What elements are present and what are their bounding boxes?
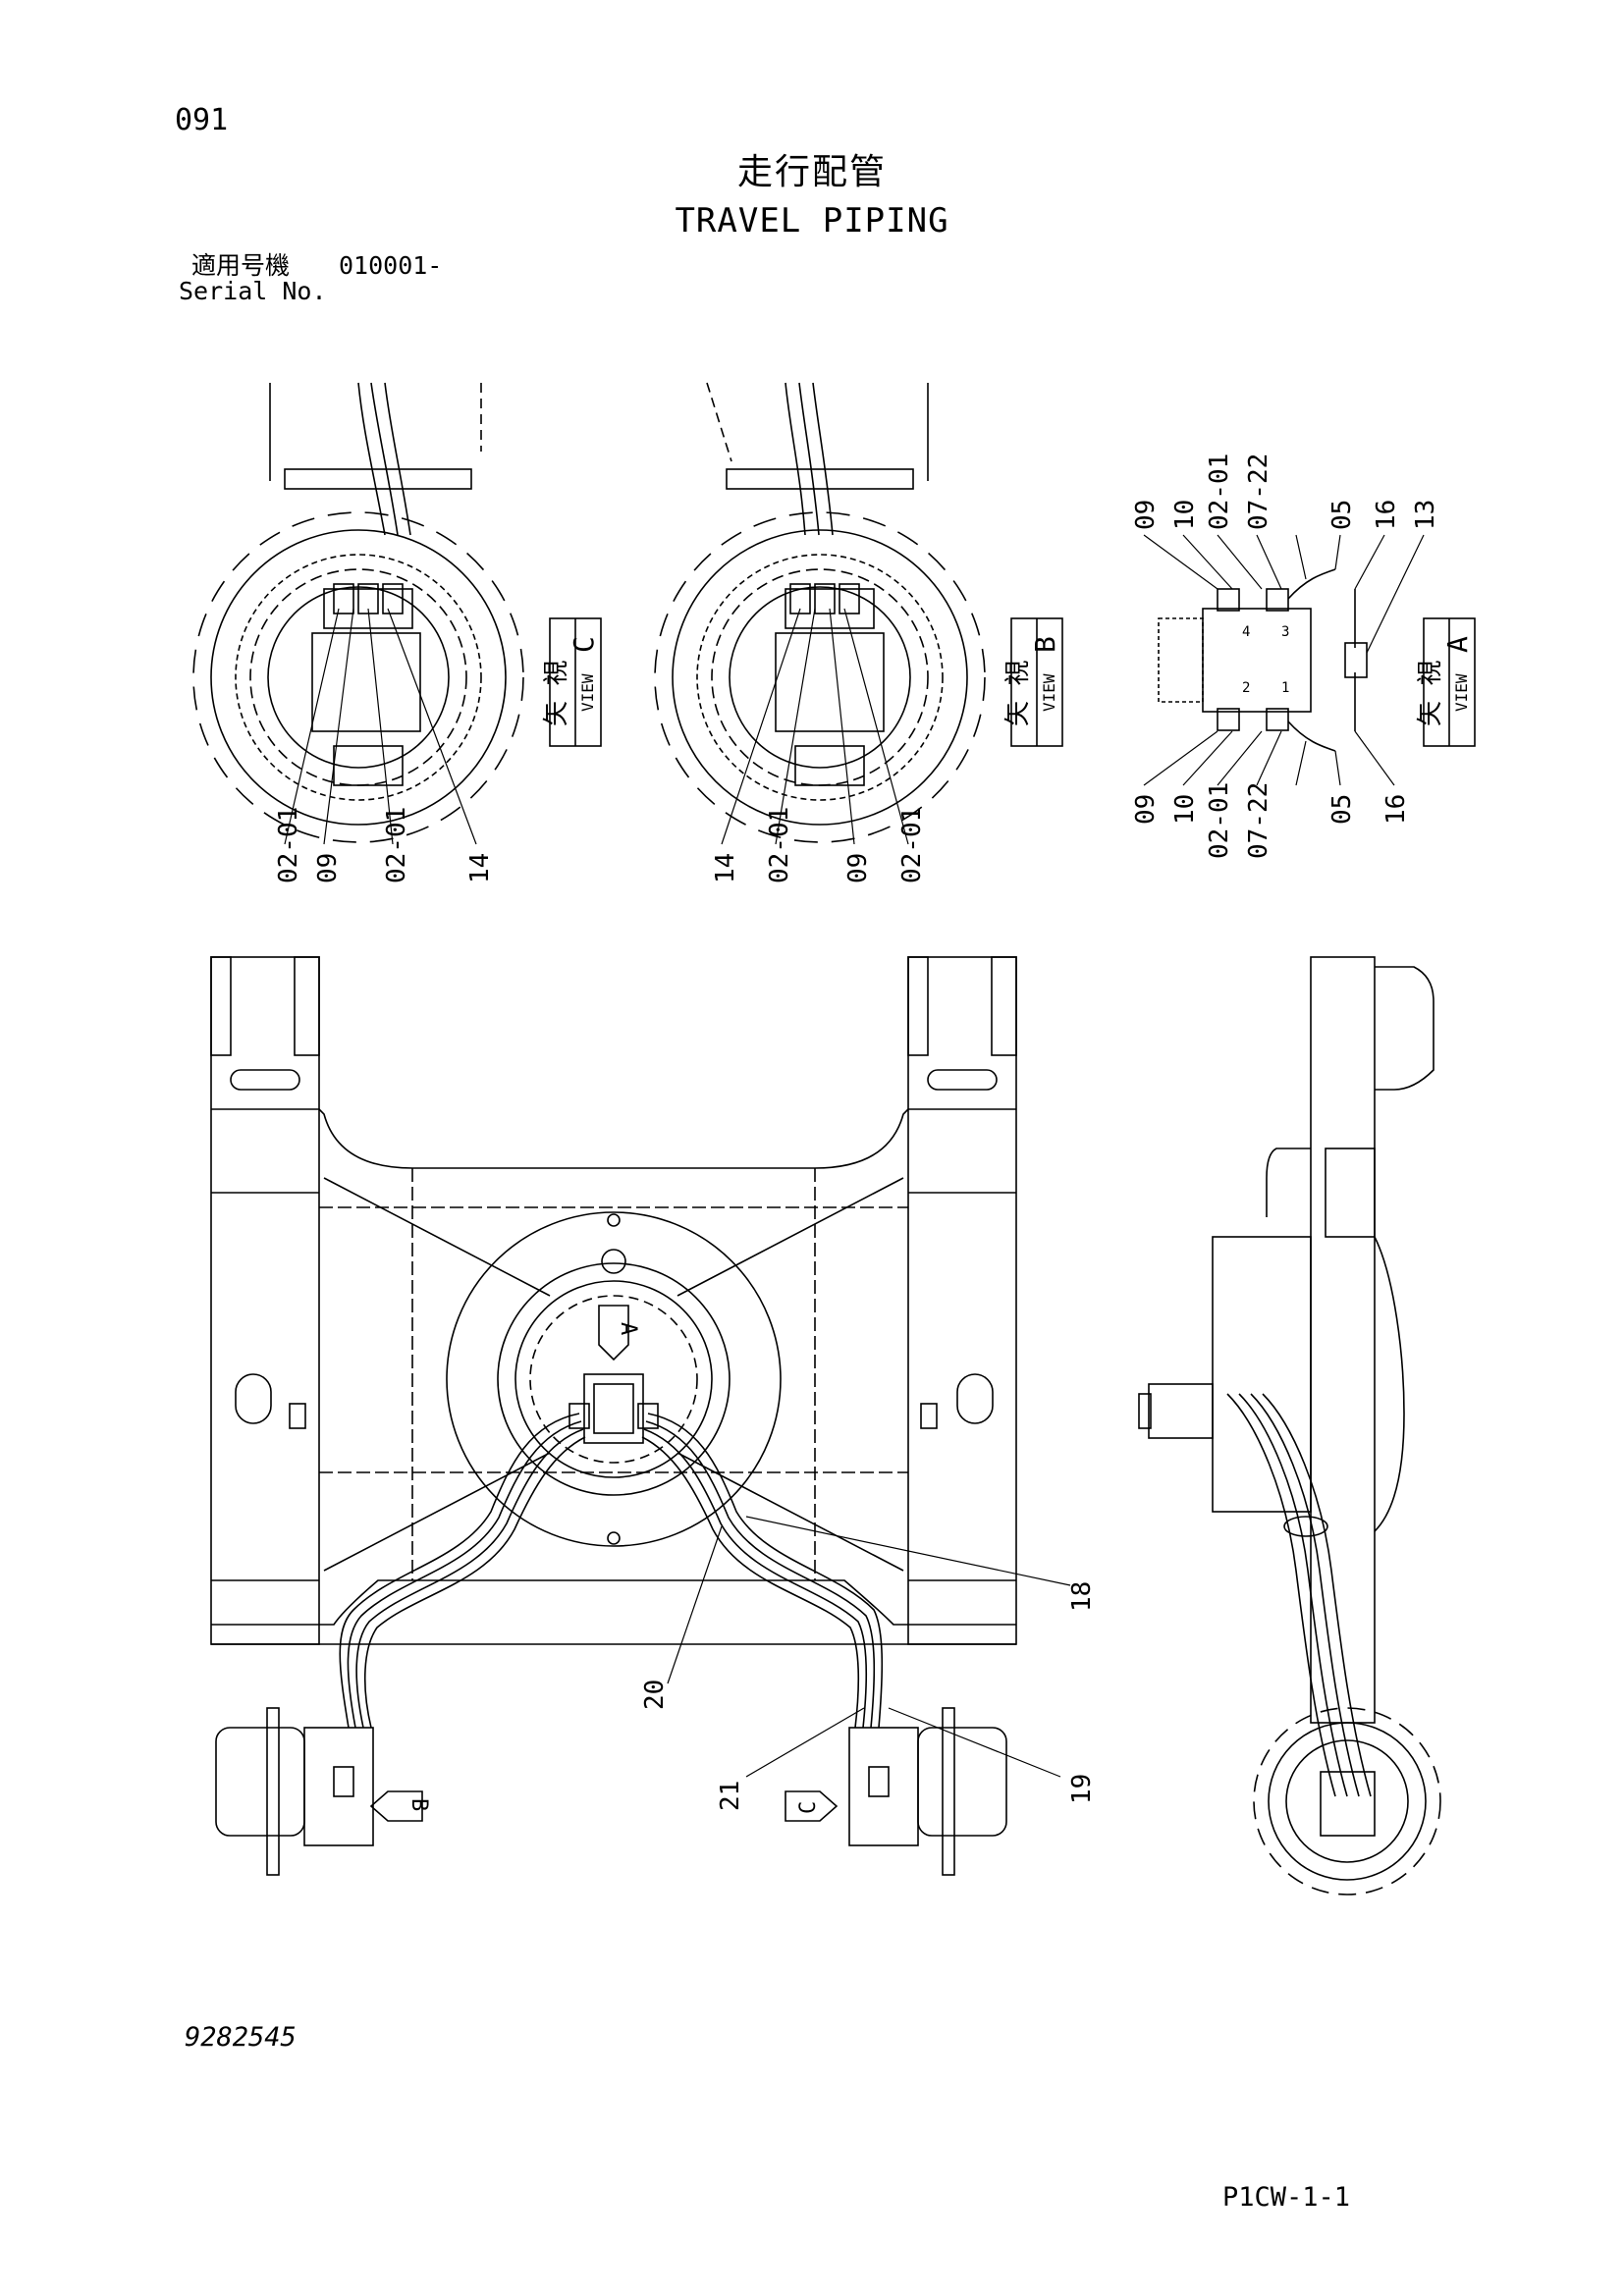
view-a-callout-top-2: 10 <box>1170 500 1200 530</box>
callout-20: 20 <box>640 1680 670 1710</box>
view-b-kanji: 矢 視 <box>1003 660 1033 726</box>
view-c-callout-4: 14 <box>465 853 495 883</box>
title-english: TRAVEL PIPING <box>675 201 949 240</box>
arrow-marker-c: C <box>796 1801 821 1814</box>
view-a-label-box <box>1423 617 1476 747</box>
view-b-callout-1: 14 <box>711 853 740 883</box>
view-c-callout-2: 09 <box>313 853 343 883</box>
view-b-letter: B <box>1029 636 1061 653</box>
view-b-callout-2: 02-01 <box>765 807 794 883</box>
view-c-label: VIEW <box>578 673 597 712</box>
view-a-callout-top-1: 09 <box>1131 500 1161 530</box>
view-c-callout-1: 02-01 <box>274 807 303 883</box>
view-a-callout-bottom-1: 09 <box>1131 794 1161 825</box>
view-a-callout-bottom-5: 05 <box>1327 794 1357 825</box>
title-japanese: 走行配管 <box>736 152 887 192</box>
view-a-callout-top-5: 05 <box>1327 500 1357 530</box>
view-a-callout-bottom-6: 16 <box>1381 794 1411 825</box>
main-frame-drawing <box>210 956 1071 1876</box>
page-code: P1CW-1-1 <box>1222 2182 1351 2213</box>
side-view-drawing <box>1138 956 1441 1896</box>
arrow-marker-b: B <box>406 1798 431 1811</box>
view-b-label-box <box>1010 617 1063 747</box>
view-b-label: VIEW <box>1040 673 1058 712</box>
view-a-callout-bottom-3: 02-01 <box>1205 782 1234 859</box>
view-b-callout-4: 02-01 <box>897 807 927 883</box>
view-a-letter: A <box>1441 636 1474 653</box>
view-a-callout-bottom-4: 07-22 <box>1244 782 1273 859</box>
view-a-port-2: 2 <box>1242 680 1250 696</box>
arrow-marker-a: A <box>616 1322 640 1335</box>
view-a-callout-top-6: 16 <box>1372 500 1401 530</box>
serial-value: 010001- <box>339 251 443 280</box>
view-a-drawing <box>1143 534 1425 786</box>
view-a-port-3: 3 <box>1281 624 1289 640</box>
view-b-drawing <box>654 382 986 845</box>
serial-label-english: Serial No. <box>179 277 327 305</box>
view-a-label: VIEW <box>1452 673 1471 712</box>
callout-21: 21 <box>716 1781 745 1811</box>
view-c-kanji: 矢 視 <box>542 660 571 726</box>
view-c-drawing <box>192 382 524 845</box>
view-c-letter: C <box>568 636 600 653</box>
view-a-callout-bottom-2: 10 <box>1170 794 1200 825</box>
view-b-callout-3: 09 <box>843 853 873 883</box>
drawing-number: 9282545 <box>185 2022 297 2053</box>
view-a-callout-top-3: 02-01 <box>1205 454 1234 530</box>
view-a-kanji: 矢 視 <box>1416 660 1445 726</box>
callout-18: 18 <box>1067 1581 1097 1612</box>
callout-19: 19 <box>1067 1774 1097 1804</box>
view-a-callout-top-7: 13 <box>1411 500 1440 530</box>
page-number: 091 <box>175 103 229 137</box>
view-a-port-1: 1 <box>1281 680 1289 696</box>
view-c-label-box <box>549 617 602 747</box>
view-a-callout-top-4: 07-22 <box>1244 454 1273 530</box>
view-c-callout-3: 02-01 <box>382 807 411 883</box>
view-a-port-4: 4 <box>1242 624 1250 640</box>
serial-label-japanese: 適用号機 <box>191 251 291 280</box>
